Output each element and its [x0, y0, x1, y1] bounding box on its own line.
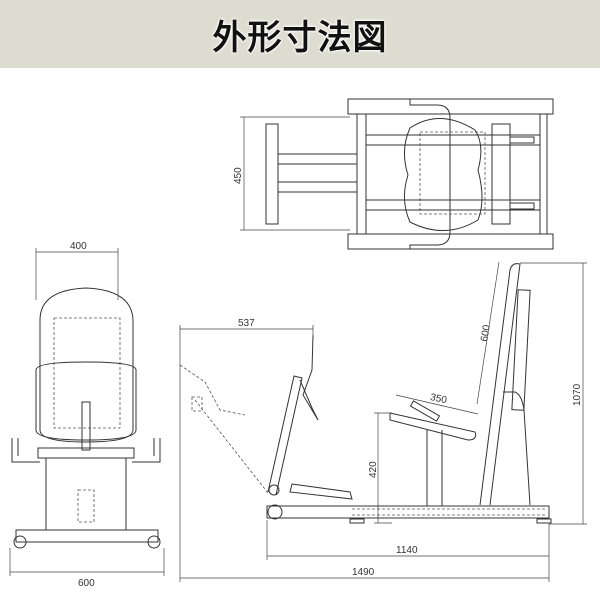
top-view: 450 [233, 98, 554, 250]
front-view: 400 600 [9, 241, 165, 589]
top-width-label: 450 [233, 167, 244, 184]
side-total-length-label: 1490 [352, 567, 375, 578]
side-total-height-label: 1070 [572, 383, 583, 406]
header-band: 外形寸法図 [0, 0, 600, 68]
side-view: 537 600 350 420 1070 1140 1490 [179, 261, 587, 582]
side-backrest-length-label: 600 [479, 324, 493, 343]
side-seat-depth-label: 350 [429, 392, 448, 406]
page-title: 外形寸法図 [212, 18, 388, 58]
side-base-length-label: 1140 [396, 545, 418, 556]
front-seat-width-label: 400 [70, 241, 87, 252]
side-seat-height-label: 420 [368, 461, 379, 478]
side-footrest-reach-label: 537 [238, 318, 255, 329]
front-base-width-label: 600 [78, 578, 95, 589]
